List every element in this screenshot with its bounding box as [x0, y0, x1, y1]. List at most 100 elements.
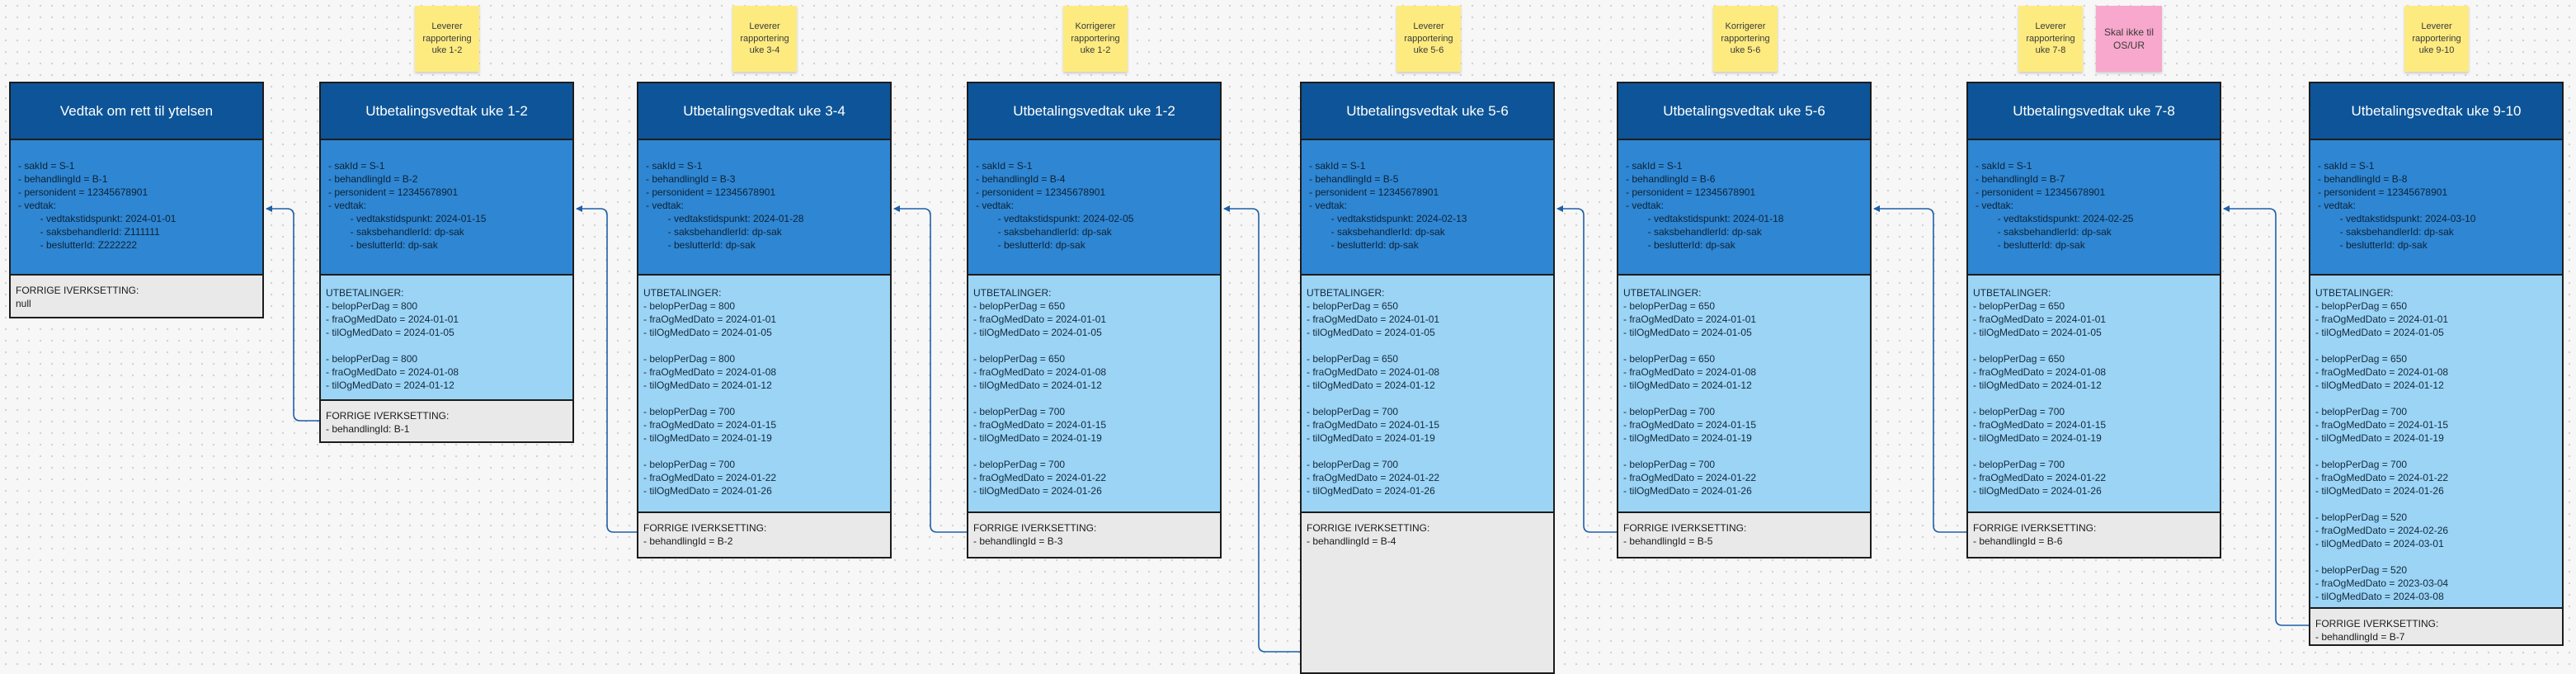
forrige-iverksetting-line: null	[16, 298, 31, 309]
metadata-line: - behandlingId = B-5	[1309, 173, 1399, 185]
card-title: Utbetalingsvedtak uke 7-8	[1968, 83, 2220, 140]
forrige-iverksetting-section: FORRIGE IVERKSETTING:- behandlingId = B-…	[1968, 513, 2220, 557]
sticky-note[interactable]: Leverer rapportering uke 5-6	[1396, 6, 1461, 72]
utbetaling-line: - tilOgMedDato = 2024-01-26	[2315, 485, 2444, 497]
utbetaling-period: - belopPerDag = 650- fraOgMedDato = 2024…	[1973, 352, 2220, 392]
metadata-line: - vedtakstidspunkt: 2024-02-13	[1309, 213, 1467, 224]
utbetalinger-header: UTBETALINGER:	[973, 287, 1052, 299]
utbetaling-period: - belopPerDag = 700- fraOgMedDato = 2024…	[1623, 405, 1870, 445]
metadata-line: - behandlingId = B-7	[1976, 173, 2065, 185]
utbetaling-line: - tilOgMedDato = 2024-01-05	[326, 327, 454, 338]
utbetaling-line: - tilOgMedDato = 2024-01-12	[973, 379, 1102, 391]
metadata-line: - personident = 12345678901	[646, 186, 776, 198]
sticky-note[interactable]: Leverer rapportering uke 1-2	[415, 6, 479, 72]
forrige-iverksetting-section: FORRIGE IVERKSETTING:- behandlingId: B-1	[321, 401, 572, 441]
utbetaling-period: - belopPerDag = 700 - fraOgMedDato = 2024…	[1307, 458, 1553, 497]
metadata-line: - vedtak:	[18, 200, 57, 211]
utbetaling-line: - belopPerDag = 700	[643, 459, 736, 470]
utbetaling-period: - belopPerDag = 700- fraOgMedDato = 2024…	[2315, 458, 2562, 497]
metadata-line: - beslutterId: dp-sak	[2318, 239, 2428, 251]
utbetaling-line: - belopPerDag = 650	[973, 353, 1066, 365]
utbetaling-period: - belopPerDag = 650- fraOgMedDato = 2024…	[1307, 352, 1553, 392]
metadata-line: - behandlingId = B-4	[976, 173, 1066, 185]
vedtak-card[interactable]: Utbetalingsvedtak uke 1-2- sakId = S-1- …	[967, 82, 1222, 559]
utbetaling-line: - belopPerDag = 700	[973, 406, 1066, 417]
card-title: Utbetalingsvedtak uke 1-2	[321, 83, 572, 140]
utbetaling-period: - belopPerDag = 700- fraOgMedDato = 2024…	[973, 458, 1220, 497]
utbetaling-period: - belopPerDag = 650- fraOgMedDato = 2024…	[1623, 299, 1870, 339]
utbetaling-line: - tilOgMedDato = 2024-01-05	[1973, 327, 2102, 338]
vedtak-card[interactable]: Utbetalingsvedtak uke 7-8- sakId = S-1- …	[1966, 82, 2221, 559]
utbetaling-line: - fraOgMedDato = 2024-01-01	[973, 313, 1107, 325]
utbetaling-line: - tilOgMedDato = 2024-01-26	[1623, 485, 1752, 497]
utbetaling-line: - fraOgMedDato = 2024-01-22	[1307, 472, 1440, 483]
vedtak-card[interactable]: Vedtak om rett til ytelsen- sakId = S-1-…	[9, 82, 264, 318]
previous-iverksetting-connector	[2223, 205, 2309, 626]
utbetaling-period: - belopPerDag = 650- fraOgMedDato = 2024…	[973, 352, 1220, 392]
utbetaling-line: - fraOgMedDato = 2024-01-08	[2315, 366, 2449, 378]
previous-iverksetting-connector	[1873, 205, 1966, 533]
utbetaling-period: - belopPerDag = 700- fraOgMedDato = 2024…	[643, 458, 890, 497]
metadata-line: - behandlingId = B-3	[646, 173, 736, 185]
utbetaling-line: - belopPerDag = 700	[1307, 459, 1399, 470]
vedtak-card[interactable]: Utbetalingsvedtak uke 5-6- sakId = S-1- …	[1617, 82, 1872, 559]
forrige-iverksetting-section: FORRIGE IVERKSETTING:- behandlingId = B-…	[1618, 513, 1870, 557]
utbetaling-line: - tilOgMedDato = 2024-01-19	[1623, 432, 1752, 444]
utbetaling-line: - tilOgMedDato = 2024-01-12	[1973, 379, 2102, 391]
metadata-line: - vedtakstidspunkt: 2024-02-05	[976, 213, 1134, 224]
utbetaling-line: - fraOgMedDato = 2024-01-22	[973, 472, 1107, 483]
sticky-note[interactable]: Leverer rapportering uke 9-10	[2404, 6, 2469, 72]
utbetalinger-section: UTBETALINGER:- belopPerDag = 650- fraOgM…	[968, 276, 1220, 513]
forrige-iverksetting-section: FORRIGE IVERKSETTING:- behandlingId = B-…	[968, 513, 1220, 557]
previous-iverksetting-connector	[576, 205, 637, 533]
utbetaling-line: - tilOgMedDato = 2024-03-01	[2315, 538, 2444, 549]
sticky-note[interactable]: Leverer rapportering uke 7-8	[2018, 6, 2083, 72]
forrige-iverksetting-line: FORRIGE IVERKSETTING:	[643, 522, 767, 534]
utbetaling-line: - fraOgMedDato = 2024-01-22	[1973, 472, 2107, 483]
utbetaling-line: - belopPerDag = 650	[1307, 353, 1399, 365]
utbetaling-line: - belopPerDag = 700	[1623, 459, 1716, 470]
utbetaling-line: - tilOgMedDato = 2024-01-05	[1307, 327, 1435, 338]
utbetaling-line: - fraOgMedDato = 2024-01-08	[326, 366, 459, 378]
utbetalinger-header: UTBETALINGER:	[1973, 287, 2051, 299]
vedtak-card[interactable]: Utbetalingsvedtak uke 3-4- sakId = S-1- …	[637, 82, 892, 559]
metadata-line: - saksbehandlerId: Z111111	[18, 226, 160, 238]
sticky-note[interactable]: Skal ikke til OS/UR	[2096, 6, 2162, 72]
utbetaling-line: - belopPerDag = 800	[643, 353, 736, 365]
vedtak-card[interactable]: Utbetalingsvedtak uke 1-2- sakId = S-1- …	[319, 82, 574, 443]
metadata-line: - vedtak:	[646, 200, 685, 211]
forrige-iverksetting-section: FORRIGE IVERKSETTING:- behandlingId = B-…	[1302, 513, 1553, 672]
utbetaling-line: - tilOgMedDato = 2024-01-26	[1973, 485, 2102, 497]
utbetalinger-section: UTBETALINGER: - belopPerDag = 650- fraOgM…	[1968, 276, 2220, 513]
vedtak-card[interactable]: Utbetalingsvedtak uke 5-6- sakId = S-1- …	[1300, 82, 1555, 674]
utbetaling-period: - belopPerDag = 700- fraOgMedDato = 2024…	[1973, 405, 2220, 445]
sticky-note[interactable]: Korrigerer rapportering uke 5-6	[1713, 6, 1778, 72]
metadata-line: - personident = 12345678901	[1309, 186, 1439, 198]
sticky-note[interactable]: Leverer rapportering uke 3-4	[732, 6, 797, 72]
forrige-iverksetting-line: - behandlingId = B-6	[1973, 535, 2063, 547]
metadata-line: - vedtakstidspunkt: 2024-01-28	[646, 213, 804, 224]
metadata-line: - saksbehandlerId: dp-sak	[1626, 226, 1762, 238]
utbetaling-line: - tilOgMedDato = 2024-01-26	[643, 485, 772, 497]
metadata-line: - vedtakstidspunkt: 2024-01-01	[18, 213, 177, 224]
card-title: Vedtak om rett til ytelsen	[11, 83, 262, 140]
metadata-line: - behandlingId = B-1	[18, 173, 108, 185]
card-title: Utbetalingsvedtak uke 5-6	[1302, 83, 1553, 140]
utbetaling-line: - fraOgMedDato = 2024-01-01	[1623, 313, 1757, 325]
utbetaling-period: - belopPerDag = 700- fraOgMedDato = 2024…	[643, 405, 890, 445]
metadata-line: - vedtak:	[976, 200, 1015, 211]
utbetalinger-header: UTBETALINGER:	[326, 287, 404, 299]
sticky-note[interactable]: Korrigerer rapportering uke 1-2	[1063, 6, 1128, 72]
utbetaling-line: - belopPerDag = 700	[2315, 459, 2408, 470]
utbetaling-period: - belopPerDag = 800- fraOgMedDato = 2024…	[643, 299, 890, 339]
utbetaling-line: - belopPerDag = 700	[2315, 406, 2408, 417]
utbetaling-line: - belopPerDag = 700	[1973, 406, 2065, 417]
utbetalinger-header: UTBETALINGER:	[1623, 287, 1702, 299]
forrige-iverksetting-line: FORRIGE IVERKSETTING:	[1623, 522, 1747, 534]
utbetaling-line: - belopPerDag = 650	[2315, 300, 2408, 312]
card-title: Utbetalingsvedtak uke 1-2	[968, 83, 1220, 140]
metadata-line: - sakId = S-1	[646, 160, 703, 172]
utbetaling-line: - belopPerDag = 800	[643, 300, 736, 312]
vedtak-card[interactable]: Utbetalingsvedtak uke 9-10- sakId = S-1-…	[2309, 82, 2564, 646]
utbetaling-period: - belopPerDag = 800- fraOgMedDato = 2024…	[643, 352, 890, 392]
